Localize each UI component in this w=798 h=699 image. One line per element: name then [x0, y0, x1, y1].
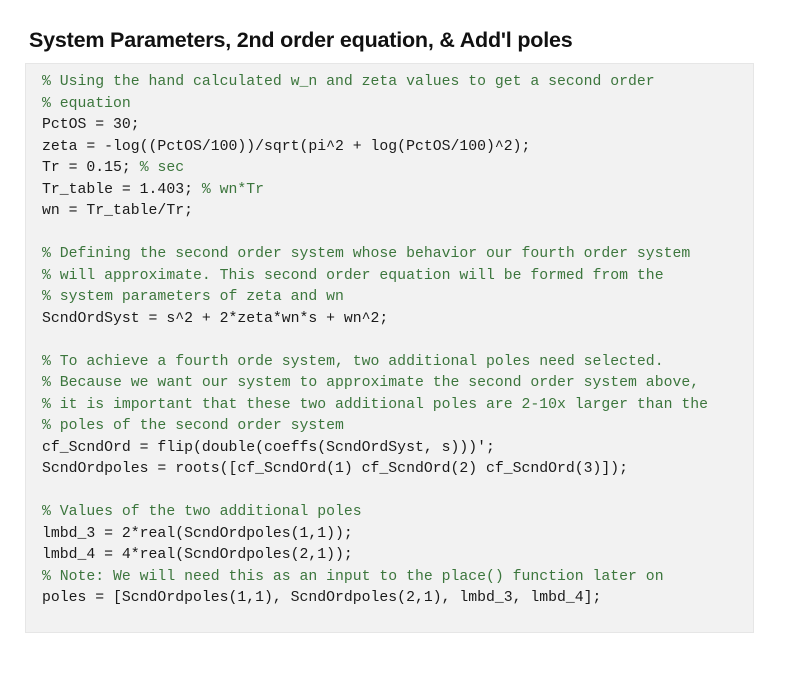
code-text: Tr_table = 1.403;: [42, 181, 202, 198]
code-line: % Values of the two additional poles: [42, 502, 362, 523]
code-line: % To achieve a fourth orde system, two a…: [42, 352, 664, 373]
code-comment: % Because we want our system to approxim…: [42, 375, 700, 391]
code-line: % Because we want our system to approxim…: [42, 373, 699, 394]
code-comment: % sec: [139, 160, 185, 176]
code-text: lmbd_4 = 4*real(ScndOrdpoles(2,1));: [42, 547, 353, 563]
code-block: % Using the hand calculated w_n and zeta…: [25, 63, 754, 633]
code-line: Tr = 0.15; % sec: [42, 158, 184, 179]
code-line: % system parameters of zeta and wn: [42, 287, 344, 308]
code-comment: % will approximate. This second order eq…: [42, 267, 664, 284]
code-line: poles = [ScndOrdpoles(1,1), ScndOrdpoles…: [42, 588, 601, 609]
code-text: ScndOrdSyst = s^2 + 2*zeta*wn*s + wn^2;: [42, 310, 389, 327]
code-line: lmbd_4 = 4*real(ScndOrdpoles(2,1));: [42, 545, 353, 566]
code-line: % equation: [42, 94, 131, 115]
code-comment: % wn*Tr: [201, 181, 265, 198]
code-line: % Defining the second order system whose…: [42, 244, 690, 265]
code-comment: % Defining the second order system whose…: [42, 246, 691, 262]
code-text: PctOS = 30;: [42, 117, 140, 133]
code-line: zeta = -log((PctOS/100))/sqrt(pi^2 + log…: [42, 137, 530, 158]
code-text: ScndOrdpoles = roots([cf_ScndOrd(1) cf_S…: [42, 461, 629, 477]
section-title: System Parameters, 2nd order equation, &…: [29, 28, 573, 52]
code-line: wn = Tr_table/Tr;: [42, 201, 193, 222]
code-text: poles = [ScndOrdpoles(1,1), ScndOrdpoles…: [42, 590, 602, 606]
code-text: lmbd_3 = 2*real(ScndOrdpoles(1,1));: [42, 525, 353, 542]
code-comment: % poles of the second order system: [42, 418, 344, 434]
code-line: % Using the hand calculated w_n and zeta…: [42, 72, 655, 93]
code-comment: % Note: We will need this as an input to…: [42, 568, 664, 585]
code-line: ScndOrdpoles = roots([cf_ScndOrd(1) cf_S…: [42, 459, 628, 480]
code-line: ScndOrdSyst = s^2 + 2*zeta*wn*s + wn^2;: [42, 309, 388, 330]
code-comment: % equation: [42, 95, 131, 112]
code-line: Tr_table = 1.403; % wn*Tr: [42, 180, 264, 201]
code-line: % will approximate. This second order eq…: [42, 266, 664, 287]
code-text: Tr = 0.15;: [42, 160, 140, 176]
code-line: % Note: We will need this as an input to…: [42, 567, 664, 588]
code-comment: % Values of the two additional poles: [42, 504, 362, 520]
code-comment: % To achieve a fourth orde system, two a…: [42, 353, 664, 370]
code-text: wn = Tr_table/Tr;: [42, 203, 193, 219]
code-comment: % system parameters of zeta and wn: [42, 289, 344, 305]
code-comment: % Using the hand calculated w_n and zeta…: [42, 74, 655, 90]
code-line: cf_ScndOrd = flip(double(coeffs(ScndOrdS…: [42, 438, 495, 459]
code-line: lmbd_3 = 2*real(ScndOrdpoles(1,1));: [42, 524, 353, 545]
code-line: % it is important that these two additio…: [42, 395, 708, 416]
code-line: % poles of the second order system: [42, 416, 344, 437]
code-line: PctOS = 30;: [42, 115, 140, 136]
code-text: zeta = -log((PctOS/100))/sqrt(pi^2 + log…: [42, 138, 531, 155]
code-comment: % it is important that these two additio…: [42, 396, 708, 413]
code-text: cf_ScndOrd = flip(double(coeffs(ScndOrdS…: [42, 439, 495, 456]
